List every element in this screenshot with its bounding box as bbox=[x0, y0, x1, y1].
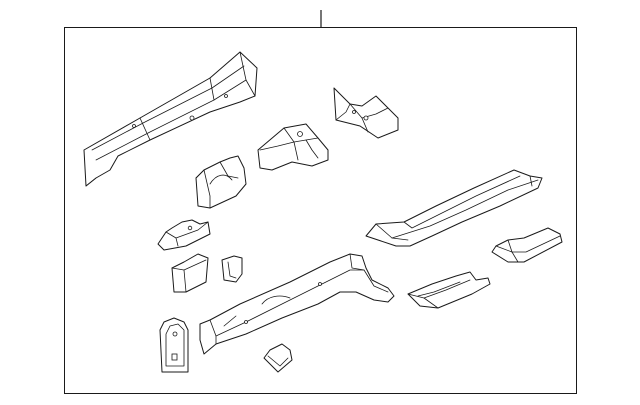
reinforcement-left bbox=[195, 155, 247, 209]
diagram-frame bbox=[64, 27, 577, 394]
mount-bracket-center bbox=[257, 123, 329, 171]
rail-extension-right bbox=[365, 169, 543, 247]
rear-rail-left-upper bbox=[83, 51, 258, 187]
end-plate-right bbox=[491, 227, 563, 263]
end-cap-left bbox=[159, 317, 189, 373]
small-bracket-left bbox=[157, 219, 211, 251]
crossmember-bracket-right bbox=[407, 271, 491, 309]
clip-small bbox=[221, 255, 243, 283]
bracket-upper-center bbox=[333, 87, 399, 139]
rear-rail-lower bbox=[199, 253, 395, 355]
block-small-left bbox=[171, 253, 209, 293]
patch-plate-small bbox=[263, 343, 293, 373]
